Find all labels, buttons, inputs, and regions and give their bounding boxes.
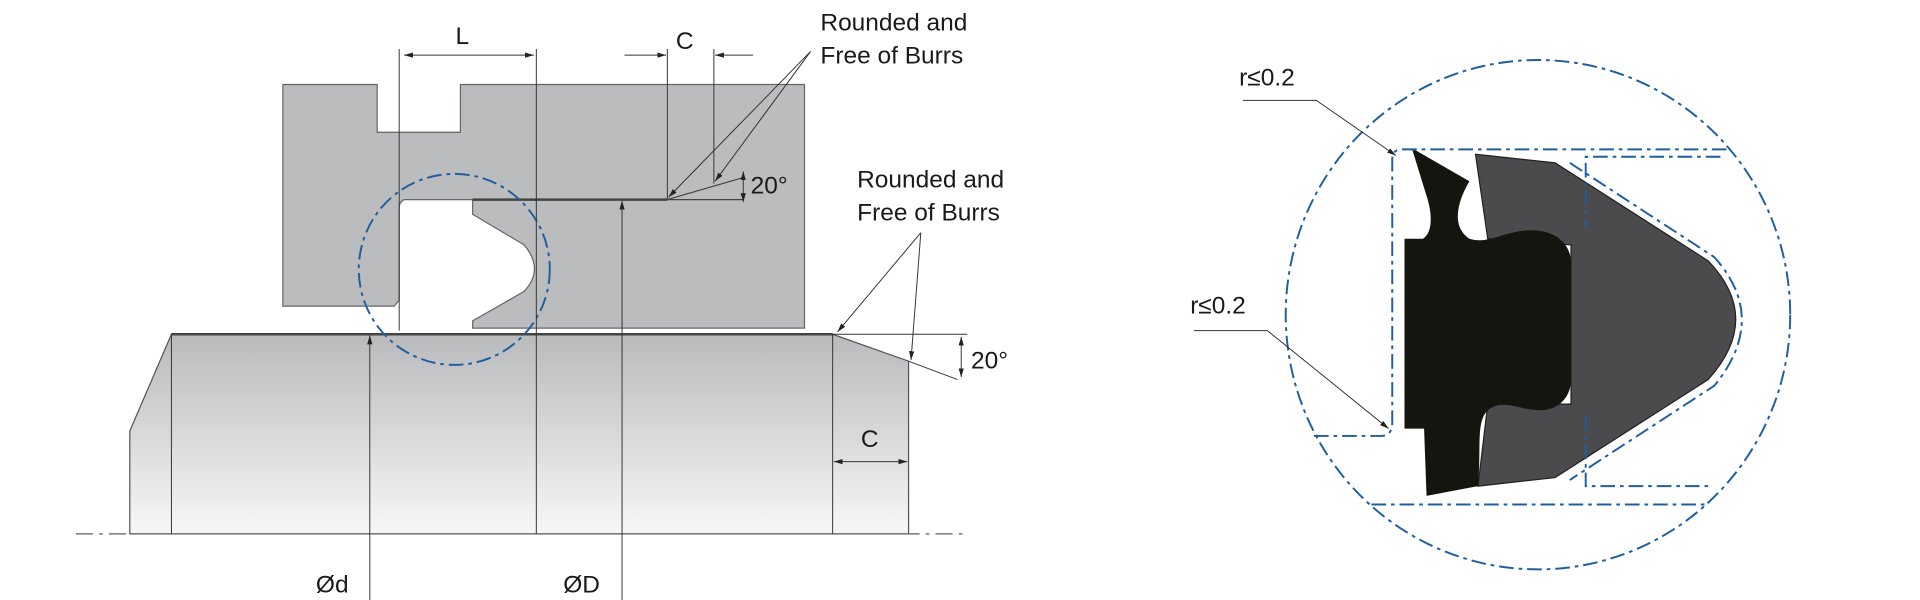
groove-outline	[1310, 148, 1727, 437]
shaft-body	[129, 333, 910, 535]
angle-shaft-label: 20°	[971, 348, 1008, 375]
housing	[282, 83, 806, 329]
angle-bore-label: 20°	[751, 172, 788, 199]
shaft	[129, 333, 968, 535]
dim-C-top-label: C	[676, 28, 694, 55]
seal-core	[1404, 148, 1572, 496]
note-shaft-line1: Rounded and	[857, 166, 1004, 193]
bore-chamfer	[667, 176, 744, 201]
detail-marker-circle	[357, 172, 551, 366]
seal-detail-view	[1193, 59, 1792, 571]
dim-L-label: L	[456, 23, 470, 50]
note-shaft-line2: Free of Burrs	[857, 199, 1000, 226]
dimensions	[367, 48, 964, 600]
housing-section	[282, 83, 806, 329]
dia-d-label: Ød	[316, 572, 349, 599]
detail-circle	[1284, 59, 1792, 571]
radius-bottom-label: r≤0.2	[1190, 292, 1246, 319]
dim-C-shaft-label: C	[861, 426, 879, 453]
dia-D-label: ØD	[563, 572, 600, 599]
note-bore-line1: Rounded and	[820, 10, 967, 37]
radius-top-label: r≤0.2	[1239, 65, 1295, 92]
note-bore-line2: Free of Burrs	[820, 43, 963, 70]
